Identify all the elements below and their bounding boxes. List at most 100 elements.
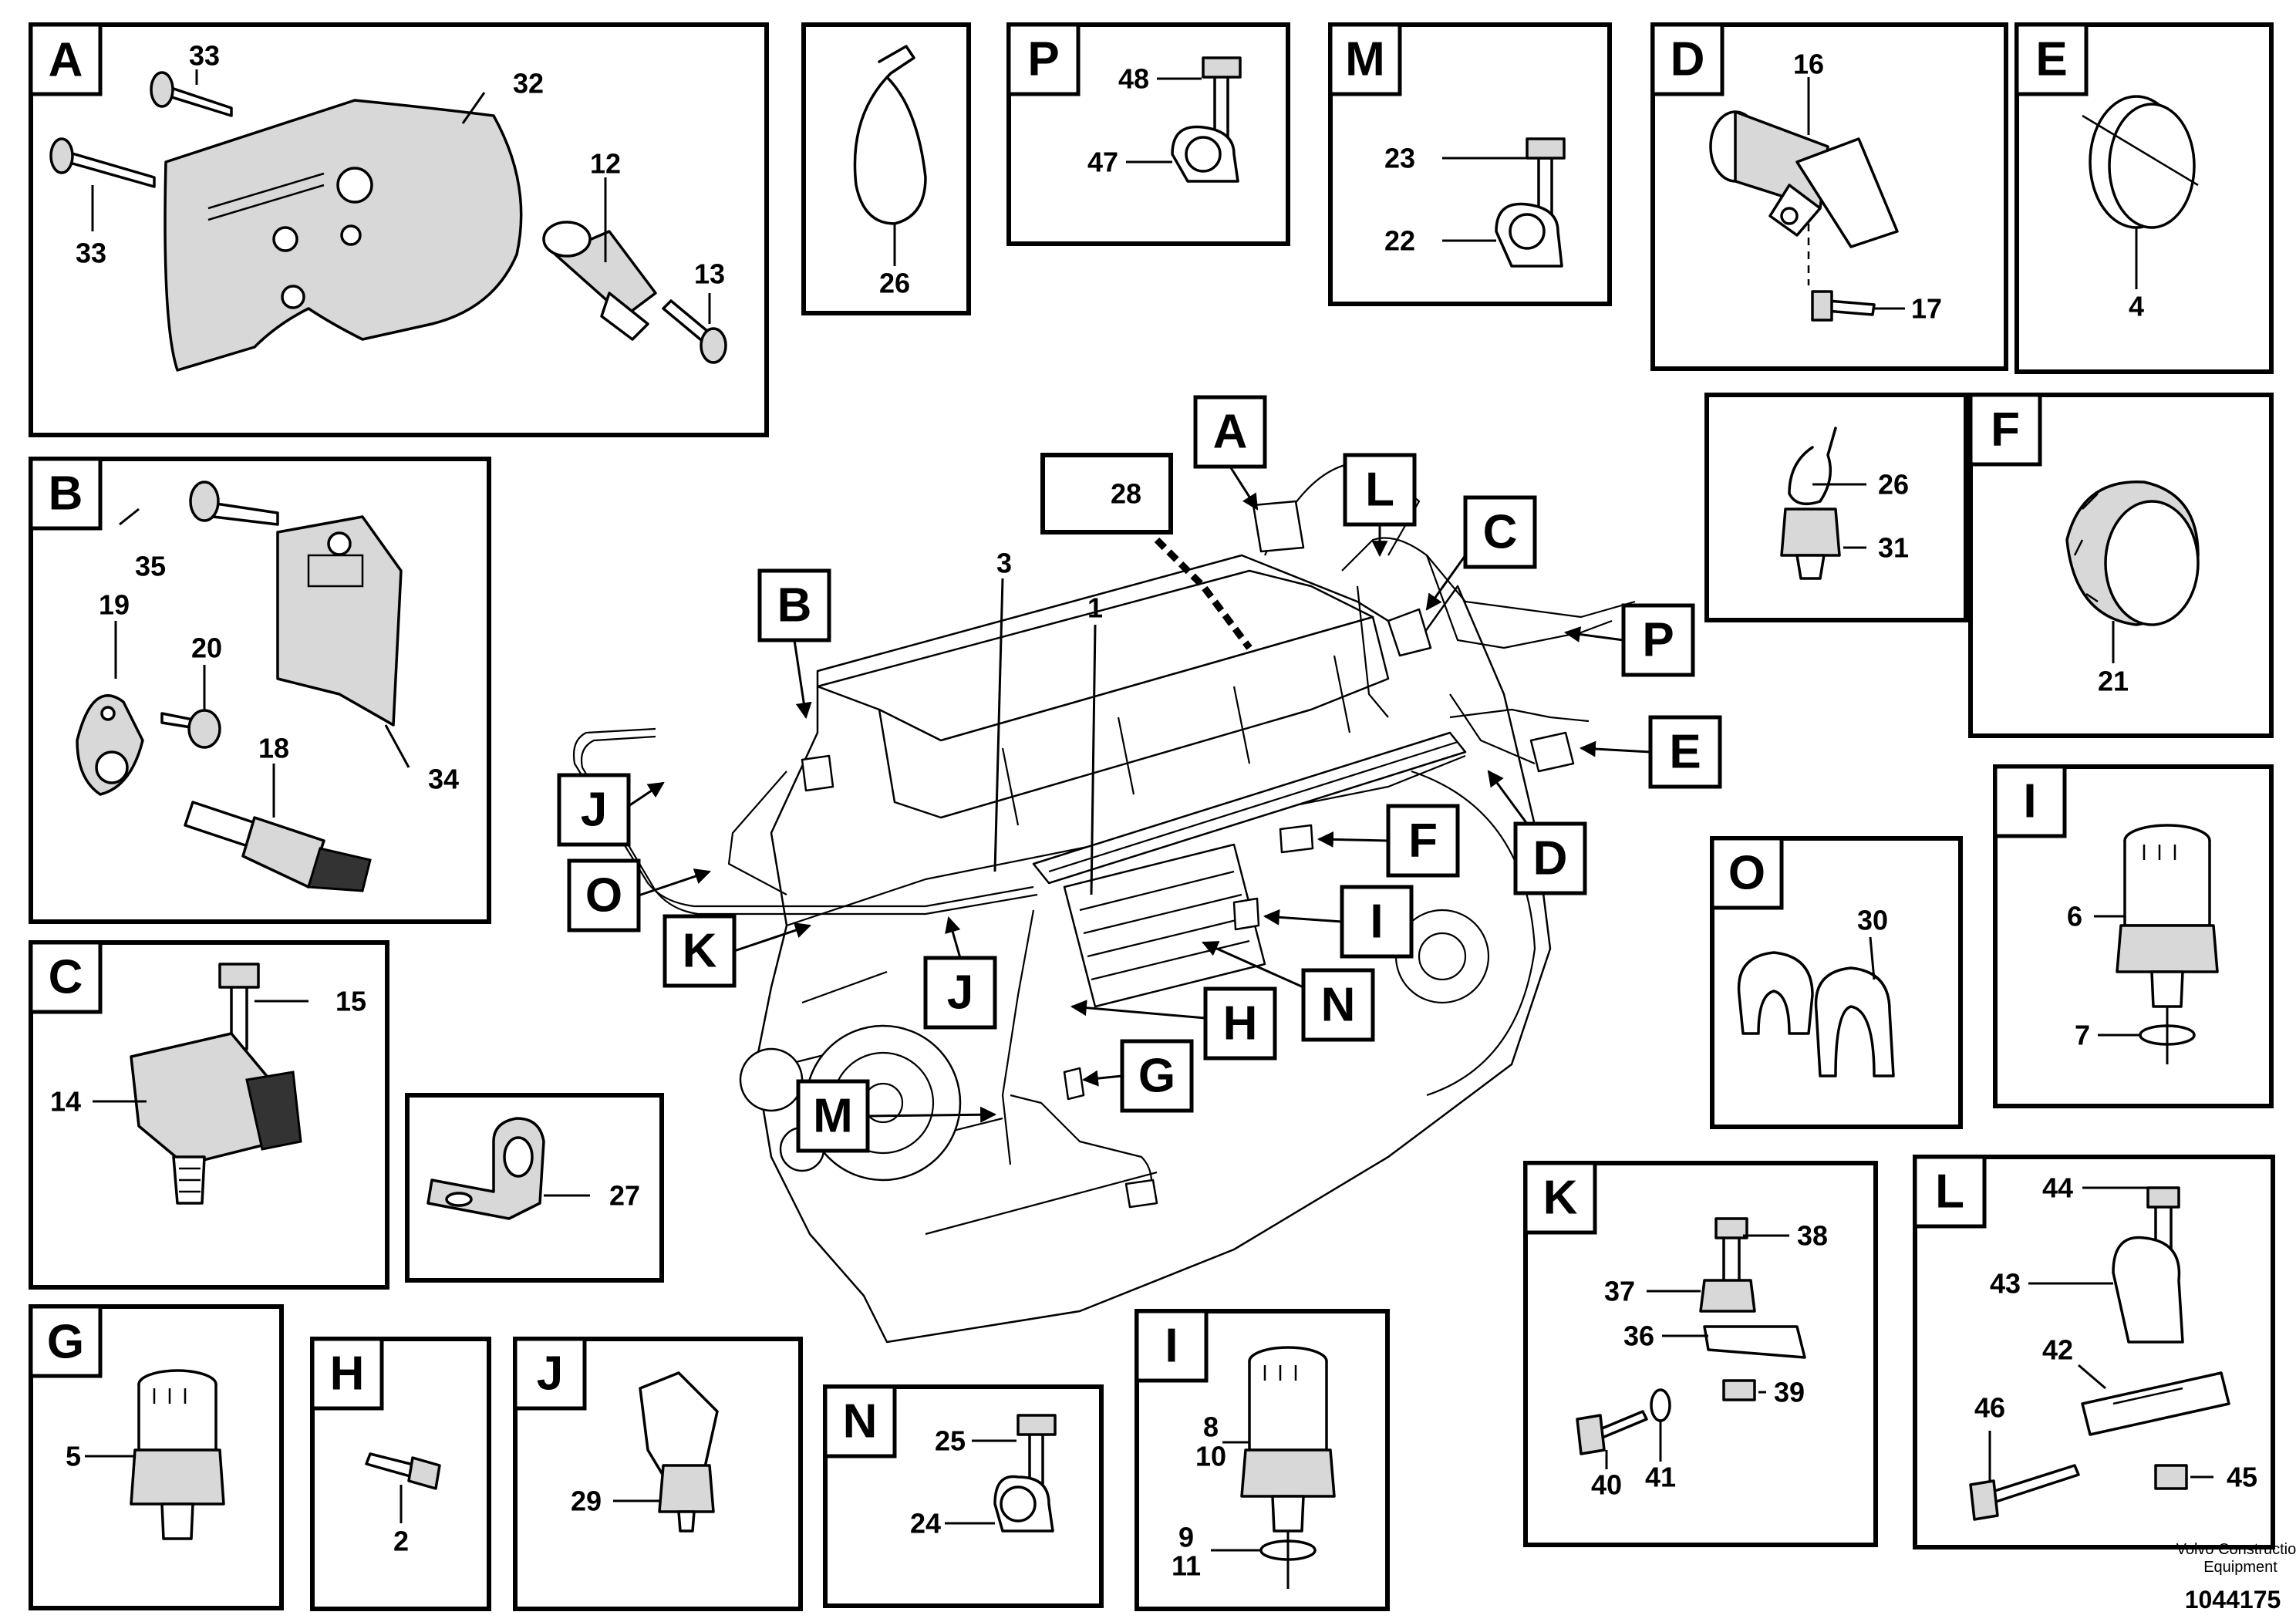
panel-f-letter: F (1991, 403, 2020, 457)
panel-g-letter: G (47, 1316, 84, 1369)
flange-hole (1780, 207, 1799, 225)
sealing-ring-inner (2108, 103, 2196, 229)
panel-n-letter-box (823, 1384, 897, 1458)
callout-l: L (1365, 464, 1394, 517)
part-label: 32 (513, 68, 544, 99)
sensor-31 (1780, 508, 1841, 557)
part-label: 41 (1645, 1462, 1676, 1493)
part-label: 40 (1591, 1469, 1622, 1501)
part-label: 45 (2227, 1462, 2257, 1493)
panel-n: N 25 24 (823, 1384, 1104, 1608)
sensor-flange (600, 292, 649, 341)
pressure-switch-5 (137, 1383, 217, 1452)
footer: Volvo Construction Equipment 1044175 (2176, 1541, 2296, 1614)
part-label: 46 (1974, 1392, 2005, 1424)
panel-i-right-letter-box (1993, 764, 2067, 838)
hex-body (130, 1448, 225, 1506)
bolt-head (1526, 137, 1566, 160)
part-label: 47 (1087, 147, 1118, 178)
connector (245, 1071, 302, 1151)
part-label: 44 (2042, 1172, 2073, 1204)
dashed-lead (1154, 537, 1253, 650)
bolt-head (1714, 1217, 1748, 1239)
part-label: 5 (66, 1441, 81, 1472)
bolt-head (2146, 1186, 2180, 1209)
sensor-b (801, 754, 834, 792)
panel-j-letter: J (537, 1347, 563, 1401)
panel-e-letter: E (2035, 33, 2067, 86)
panel-m-letter-box (1328, 22, 1402, 96)
part-label: 23 (1384, 143, 1415, 174)
switch-g (1063, 1067, 1085, 1101)
part-label: 27 (609, 1180, 640, 1212)
engine-ecu (1063, 843, 1266, 1008)
part-label: 17 (1911, 293, 1942, 325)
clamp-43 (2112, 1236, 2184, 1344)
panel-l-letter-box (1913, 1155, 1987, 1229)
nut-39 (1722, 1379, 1756, 1401)
callout-j-2: J (947, 966, 973, 1020)
part-label: 9 (1178, 1522, 1194, 1553)
sensor-tip (542, 221, 592, 258)
bolt-head (218, 963, 260, 989)
panel-f-letter-box (1968, 393, 2042, 467)
engine-main-drawing (572, 461, 1636, 1344)
callout-i: I (1370, 895, 1383, 949)
panel-p: P 48 47 (1006, 22, 1290, 246)
part-label: 10 (1195, 1441, 1226, 1472)
part-label: 37 (1604, 1276, 1635, 1307)
part-label: 39 (1774, 1377, 1805, 1408)
sensor-housing (1795, 137, 1899, 248)
part-label: 12 (590, 148, 621, 180)
panel-b: B 35 19 20 18 34 (29, 457, 491, 924)
panel-g: G 5 (29, 1304, 284, 1610)
bolt-head (1202, 56, 1242, 79)
bolt-head (189, 481, 220, 522)
panel-m: M 23 22 (1328, 22, 1612, 306)
panel-c: C 15 14 (29, 940, 389, 1290)
panel-j: J 29 (513, 1337, 803, 1611)
panel-k: K 38 37 36 39 40 41 (1523, 1161, 1878, 1547)
panel-o-letter-box (1710, 836, 1784, 910)
panel-b-letter-box (29, 457, 103, 531)
panel-i-bottom-letter-box (1135, 1309, 1209, 1383)
washer-41 (1650, 1388, 1671, 1422)
part-label: 6 (2067, 901, 2082, 932)
callout-m: M (813, 1090, 853, 1143)
bracket-42 (2081, 1371, 2230, 1436)
bolt-17 (1825, 299, 1876, 316)
part-label: 14 (50, 1086, 81, 1118)
panel-g-letter-box (29, 1304, 103, 1378)
panel-f: F 21 (1968, 393, 2274, 738)
panel-a-letter: A (49, 34, 83, 87)
panel-bracket: 27 (405, 1093, 664, 1283)
cap-face (2104, 500, 2200, 626)
clamp-loop (1000, 1485, 1037, 1523)
callout-e: E (1669, 726, 1701, 779)
part-label: 26 (1878, 469, 1909, 501)
panel-sensor: 26 31 (1704, 393, 1968, 622)
panel-d-letter: D (1671, 33, 1705, 86)
part-label: 19 (99, 589, 130, 621)
part-label: 15 (335, 986, 366, 1017)
panel-a: A 33 32 33 12 13 (29, 22, 769, 437)
callout-b: B (777, 579, 812, 632)
plate-hole (340, 224, 362, 246)
thread (1271, 1495, 1305, 1533)
panel-n-letter: N (843, 1395, 878, 1448)
manufacturer-line-1: Volvo Construction (2176, 1541, 2296, 1558)
switch-i (1232, 897, 1260, 931)
clip-base (658, 1464, 715, 1513)
panel-a-letter-box (29, 22, 103, 96)
sensor-tip (1795, 554, 1826, 580)
clip-stud (677, 1510, 696, 1533)
bracket-slot (445, 1192, 473, 1207)
part-label: 34 (428, 764, 459, 795)
part-label-28: 28 (1111, 478, 1141, 510)
callout-h: H (1223, 997, 1258, 1050)
part-label: 21 (2098, 666, 2129, 697)
pulley (739, 1047, 804, 1112)
hex-body (2116, 924, 2219, 973)
panel-c-letter: C (49, 951, 83, 1004)
part-label: 11 (1172, 1550, 1201, 1582)
